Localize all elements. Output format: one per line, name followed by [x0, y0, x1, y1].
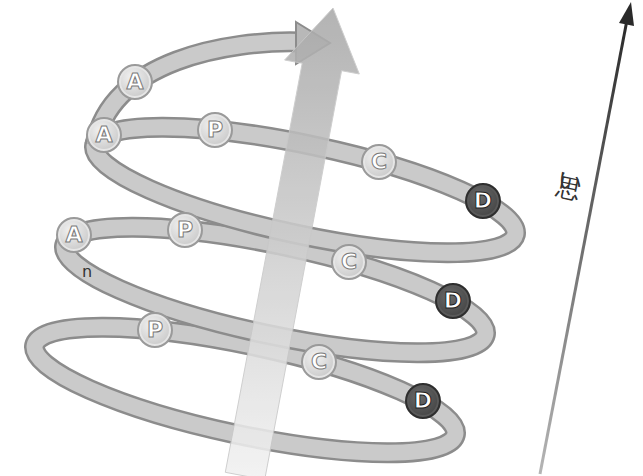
phase-circle: D — [435, 283, 471, 319]
phase-letter: C — [341, 251, 357, 273]
phase-circle: C — [301, 344, 337, 380]
phase-letter: C — [311, 351, 327, 373]
phase-circle: D — [405, 383, 441, 419]
phase-circle: A — [117, 64, 153, 100]
central-arrow — [225, 8, 359, 476]
phase-circle: P — [167, 212, 203, 248]
phase-letter: P — [147, 319, 163, 341]
phase-letter: D — [474, 190, 492, 212]
phase-letter: A — [65, 224, 82, 246]
phase-circle: A — [86, 117, 122, 153]
phase-letter: D — [444, 290, 462, 312]
growth-arrow — [540, 20, 627, 474]
phase-circle: P — [197, 112, 233, 148]
phase-letter: D — [414, 390, 432, 412]
phase-circle: C — [361, 144, 397, 180]
phase-letter: A — [126, 71, 143, 93]
phase-letter: C — [371, 151, 387, 173]
growth-arrowhead — [619, 2, 634, 26]
phase-letter: A — [95, 124, 112, 146]
phase-circle: A — [56, 217, 92, 253]
axis-caption: 思い — [554, 155, 591, 188]
phase-letter: P — [207, 119, 223, 141]
phase-circle: P — [137, 312, 173, 348]
phase-circle: C — [331, 244, 367, 280]
phase-circle: D — [465, 183, 501, 219]
phase-letter: P — [177, 219, 193, 241]
fragment-text: n — [82, 262, 92, 281]
